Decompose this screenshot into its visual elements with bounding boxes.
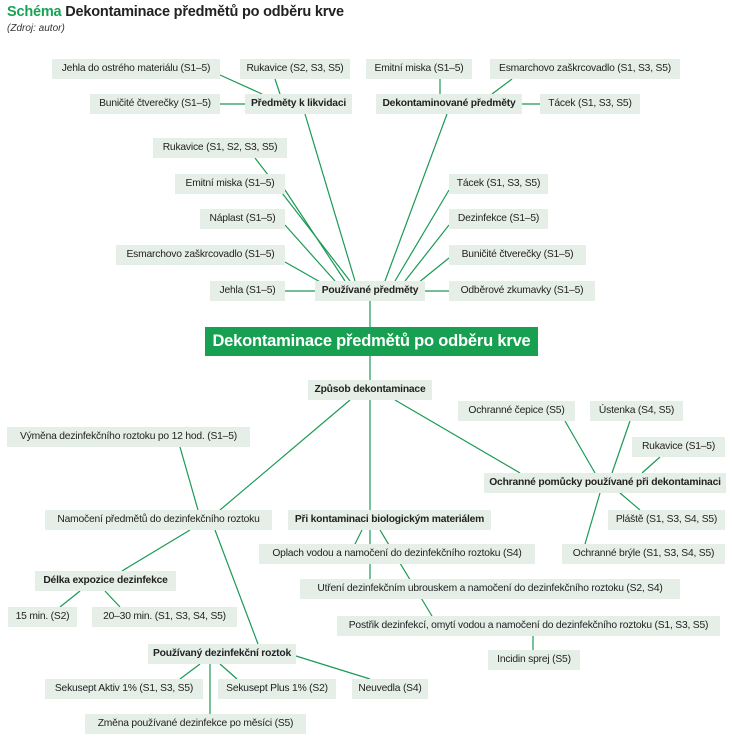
connector — [179, 446, 199, 511]
connector — [179, 663, 201, 680]
node-dekontaminovane-predmety: Dekontaminované předměty — [376, 94, 522, 114]
connector — [394, 189, 450, 282]
node-used-right: Odběrové zkumavky (S1–5) — [449, 281, 595, 301]
node-delka-item: 15 min. (S2) — [8, 607, 77, 627]
connector — [284, 189, 346, 282]
node-pomucky-item: Pláště (S1, S3, S4, S5) — [608, 510, 725, 530]
source-note: (Zdroj: autor) — [7, 23, 65, 34]
node-roztok-item: Sekusept Plus 1% (S2) — [218, 679, 336, 699]
node-pomucky-item: Rukavice (S1–5) — [632, 437, 725, 457]
connector — [59, 590, 81, 608]
node-delka-item: 20–30 min. (S1, S3, S4, S5) — [92, 607, 237, 627]
title-text: Dekontaminace předmětů po odběru krve — [65, 4, 344, 20]
node-used-left: Rukavice (S1, S2, S3, S5) — [153, 138, 287, 158]
node-kontaminace-item: Incidin sprej (S5) — [488, 650, 580, 670]
central-node: Dekontaminace předmětů po odběru krve — [205, 327, 538, 356]
node-esmarch-dekont: Esmarchovo zaškrcovadlo (S1, S3, S5) — [490, 59, 680, 79]
connector — [491, 78, 513, 95]
node-predmety-k-likvidaci: Předměty k likvidaci — [245, 94, 352, 114]
connector — [404, 224, 450, 282]
node-used-left: Esmarchovo zaškrcovadlo (S1–5) — [116, 245, 285, 265]
node-rukavice-likvidace: Rukavice (S2, S3, S5) — [240, 59, 350, 79]
node-kontaminace-item: Oplach vodou a namočení do dezinfekčního… — [259, 544, 535, 564]
connector — [384, 113, 448, 282]
node-namoceni: Namočení předmětů do dezinfekčního rozto… — [45, 510, 272, 530]
node-used-left: Náplast (S1–5) — [200, 209, 285, 229]
connector — [564, 420, 596, 474]
node-kontaminace-item: Utření dezinfekčním ubrouskem a namočení… — [300, 579, 680, 599]
node-used-left: Jehla (S1–5) — [210, 281, 285, 301]
connector — [219, 74, 263, 95]
connector — [394, 399, 521, 474]
connector — [584, 492, 601, 545]
node-tacek-dekont: Tácek (S1, S3, S5) — [540, 94, 640, 114]
connector — [304, 113, 356, 282]
connector — [417, 257, 450, 284]
node-jehla-ostry: Jehla do ostrého materiálu (S1–5) — [52, 59, 220, 79]
title-label: Schéma — [7, 4, 62, 20]
connector — [641, 456, 661, 474]
connector — [284, 224, 336, 282]
connector — [219, 399, 351, 511]
node-vymena-roztoku: Výměna dezinfekčního roztoku po 12 hod. … — [7, 427, 250, 447]
node-used-right: Tácek (S1, S3, S5) — [449, 174, 548, 194]
node-roztok-item: Změna používané dezinfekce po měsíci (S5… — [85, 714, 306, 734]
node-pomucky-item: Ústenka (S4, S5) — [590, 401, 683, 421]
node-emitni-miska-dekont: Emitní miska (S1–5) — [366, 59, 472, 79]
connector — [379, 529, 433, 617]
connector — [219, 663, 238, 680]
node-zpusob-dekontaminace: Způsob dekontaminace — [308, 380, 432, 400]
node-kontaminace-item: Postřik dezinfekcí, omytí vodou a namoče… — [337, 616, 720, 636]
node-delka-expozice: Délka expozice dezinfekce — [35, 571, 176, 591]
connector — [354, 529, 363, 545]
connector — [295, 655, 371, 680]
connector — [121, 529, 191, 572]
connector — [274, 78, 281, 95]
connector — [104, 590, 121, 608]
node-used-right: Buničité čtverečky (S1–5) — [449, 245, 586, 265]
node-bunicite-likvidace: Buničité čtverečky (S1–5) — [90, 94, 220, 114]
node-pomucky-item: Ochranné brýle (S1, S3, S4, S5) — [562, 544, 725, 564]
connector — [611, 420, 631, 474]
connector — [619, 492, 641, 511]
node-used-right: Dezinfekce (S1–5) — [449, 209, 548, 229]
connector — [284, 261, 323, 284]
connector — [214, 529, 259, 645]
node-dezinfekcni-roztok: Používaný dezinfekční roztok — [148, 644, 296, 664]
node-used-left: Emitní miska (S1–5) — [175, 174, 285, 194]
node-pouzivane-predmety: Používané předměty — [315, 281, 425, 301]
node-pri-kontaminaci: Při kontaminaci biologickým materiálem — [288, 510, 491, 530]
node-pomucky-item: Ochranné čepice (S5) — [458, 401, 575, 421]
diagram-title: Schéma Dekontaminace předmětů po odběru … — [7, 4, 344, 20]
node-roztok-item: Neuvedla (S4) — [352, 679, 428, 699]
node-ochranne-pomucky: Ochranné pomůcky používané při dekontami… — [484, 473, 726, 493]
node-roztok-item: Sekusept Aktiv 1% (S1, S3, S5) — [45, 679, 203, 699]
